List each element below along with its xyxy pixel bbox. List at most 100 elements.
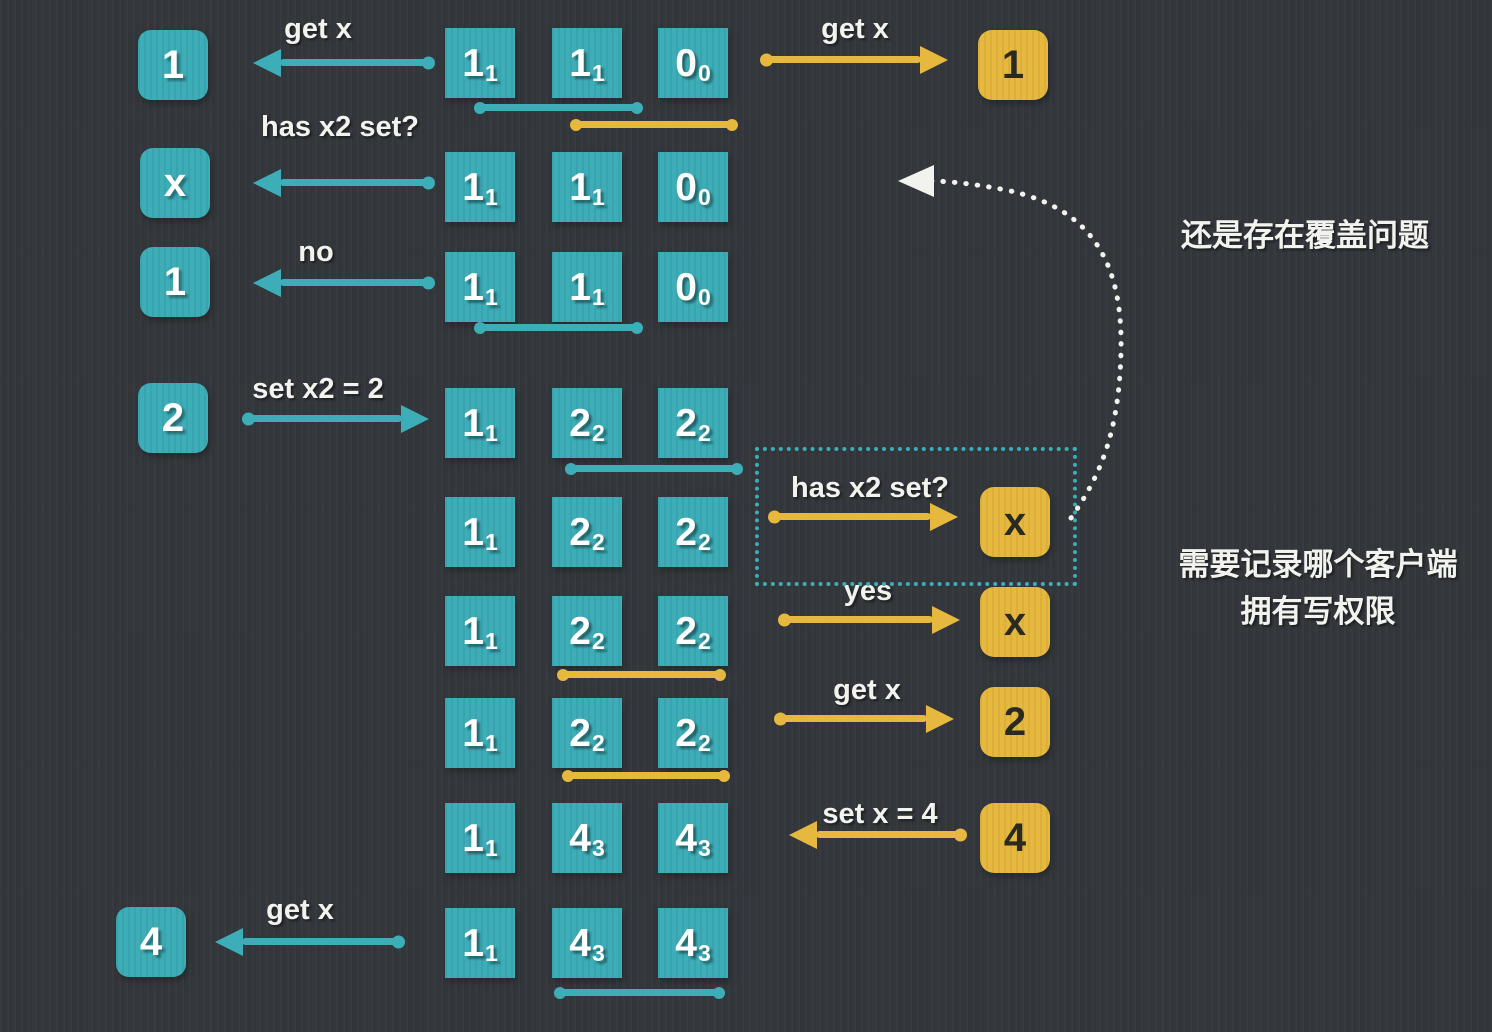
cell-version: 1 [484, 627, 498, 654]
cell-version: 1 [591, 59, 605, 86]
note-write-permission: 需要记录哪个客户端 拥有写权限 [1150, 541, 1486, 635]
left-label-get-x-2: get x [266, 894, 334, 926]
underline-row4-teal [568, 465, 740, 472]
cell-version: 1 [484, 528, 498, 555]
right-label-get-x-2: get x [833, 674, 901, 706]
right-label-get-x-1: get x [821, 13, 889, 45]
cell-value: 1 [462, 265, 484, 309]
cell-value: 1 [569, 41, 591, 85]
cell-value: 0 [675, 41, 697, 85]
cell-version: 1 [484, 283, 498, 310]
left-arrow-get-x-1 [280, 59, 430, 66]
left-client-box-3: 1 [140, 247, 210, 317]
cell-version: 2 [591, 627, 605, 654]
cell-value: 2 [675, 711, 697, 755]
cell-value: 0 [675, 165, 697, 209]
cell-version: 2 [591, 419, 605, 446]
underline-row1-teal [477, 104, 640, 111]
right-arrow-set-x-4 [816, 831, 962, 838]
left-label-no: no [298, 236, 334, 268]
right-arrow-yes [783, 616, 933, 623]
cell-value: 1 [569, 265, 591, 309]
cell-version: 0 [697, 283, 711, 310]
right-client-box-5: 4 [980, 803, 1050, 873]
cell-value: 2 [569, 609, 591, 653]
cell-value: 4 [675, 921, 697, 965]
note-overwrite-problem: 还是存在覆盖问题 [1181, 218, 1429, 253]
underline-row3-teal [477, 324, 640, 331]
right-label-yes: yes [843, 575, 893, 607]
cell-version: 1 [591, 283, 605, 310]
right-client-box-4: 2 [980, 687, 1050, 757]
cell-value: 2 [675, 609, 697, 653]
left-client-box-4: 2 [138, 383, 208, 453]
left-client-box-1: 1 [138, 30, 208, 100]
cell-version: 0 [697, 59, 711, 86]
underline-row1-yellow [573, 121, 735, 128]
underline-row9-teal [557, 989, 722, 996]
cell-value: 2 [675, 510, 697, 554]
cell-version: 2 [697, 528, 711, 555]
cell-version: 3 [591, 939, 605, 966]
underline-row7-yellow [565, 772, 727, 779]
cell-version: 2 [591, 528, 605, 555]
left-client-box-5: 4 [116, 907, 186, 977]
cell-version: 3 [591, 834, 605, 861]
cell-version: 2 [697, 729, 711, 756]
right-label-has-x2-set: has x2 set? [791, 472, 949, 504]
right-arrow-get-x-2 [779, 715, 927, 722]
cell-value: 4 [569, 816, 591, 860]
right-arrow-has-x2-set [773, 513, 931, 520]
note-write-permission-line1: 需要记录哪个客户端 [1178, 547, 1458, 582]
cell-version: 2 [697, 419, 711, 446]
cell-value: 2 [569, 401, 591, 445]
right-client-box-1: 1 [978, 30, 1048, 100]
cell-version: 2 [697, 627, 711, 654]
cell-value: 4 [569, 921, 591, 965]
cell-value: 4 [675, 816, 697, 860]
cell-value: 1 [462, 41, 484, 85]
cell-value: 1 [462, 816, 484, 860]
cell-value: 1 [569, 165, 591, 209]
left-label-set-x2: set x2 = 2 [252, 373, 384, 405]
left-arrow-has-x2-set [280, 179, 430, 186]
cell-value: 1 [462, 510, 484, 554]
cell-version: 2 [591, 729, 605, 756]
cell-value: 1 [462, 921, 484, 965]
underline-row6-yellow [560, 671, 723, 678]
cell-version: 1 [484, 939, 498, 966]
cell-value: 1 [462, 711, 484, 755]
note-write-permission-line2: 拥有写权限 [1240, 594, 1396, 629]
cell-value: 1 [462, 401, 484, 445]
cell-value: 2 [569, 510, 591, 554]
right-client-box-3: x [980, 587, 1050, 657]
cell-version: 0 [697, 183, 711, 210]
cell-version: 1 [484, 419, 498, 446]
left-arrow-no [280, 279, 430, 286]
cell-version: 1 [484, 834, 498, 861]
cell-value: 0 [675, 265, 697, 309]
left-client-box-2: x [140, 148, 210, 218]
cell-value: 2 [569, 711, 591, 755]
